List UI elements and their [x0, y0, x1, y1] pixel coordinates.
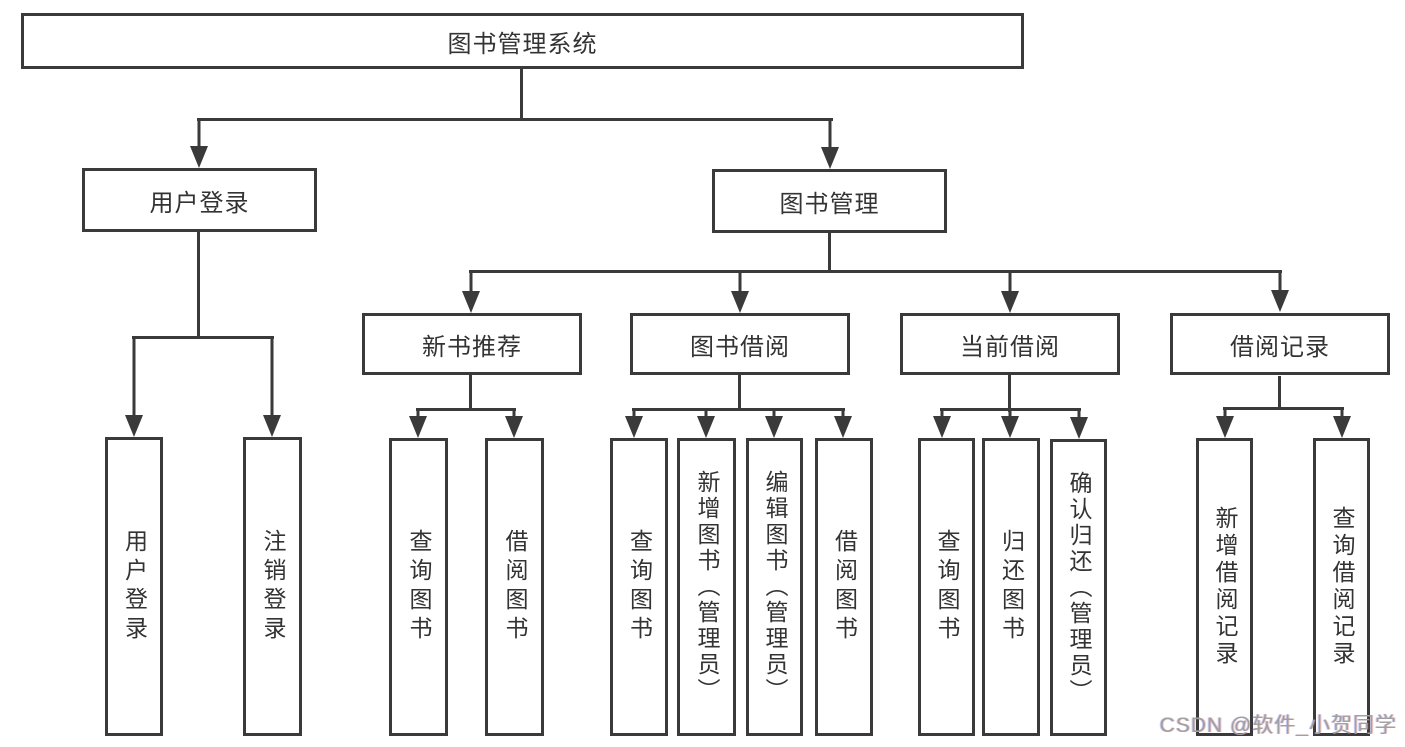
arrow-down-icon: [933, 408, 951, 438]
connector-line: [632, 408, 845, 411]
leaf-borrow-books: 借阅图书: [485, 438, 544, 736]
arrow-down-icon: [697, 408, 715, 438]
node-user-login: 用户登录: [82, 168, 317, 232]
arrow-down-icon: [1333, 407, 1351, 438]
node-borrowing-records: 借阅记录: [1170, 313, 1390, 375]
arrow-down-icon: [505, 408, 523, 438]
arrow-down-icon: [765, 408, 783, 438]
connector-line: [520, 68, 523, 120]
arrow-down-icon: [731, 270, 749, 313]
leaf-confirm-return-admin: 确认归还（管理员）: [1050, 439, 1107, 736]
node-book-management: 图书管理: [712, 169, 947, 233]
leaf-query-books: 查询图书: [610, 438, 668, 736]
leaf-user-login: 用户登录: [105, 437, 163, 736]
node-library-management-system: 图书管理系统: [21, 13, 1024, 69]
arrow-down-icon: [834, 408, 852, 438]
connector-line: [1223, 407, 1344, 410]
arrow-down-icon: [625, 408, 643, 438]
connector-line: [1278, 376, 1281, 410]
arrow-down-icon: [1001, 270, 1019, 313]
leaf-return-books: 归还图书: [982, 438, 1040, 736]
arrow-down-icon: [1070, 408, 1088, 439]
node-current-borrowing: 当前借阅: [900, 313, 1120, 375]
arrow-down-icon: [821, 118, 839, 169]
leaf-borrow-books: 借阅图书: [815, 438, 873, 736]
arrow-down-icon: [1001, 408, 1019, 438]
arrow-down-icon: [409, 408, 427, 438]
arrow-down-icon: [190, 118, 208, 168]
node-book-borrowing: 图书借阅: [630, 313, 850, 375]
connector-line: [197, 231, 200, 339]
arrow-down-icon: [1271, 270, 1289, 312]
arrow-down-icon: [462, 270, 480, 313]
connector-line: [197, 118, 833, 121]
leaf-add-borrow-record: 新增借阅记录: [1196, 438, 1253, 736]
connector-line: [469, 270, 1282, 273]
connector-line: [828, 232, 831, 273]
connector-line: [738, 374, 741, 411]
leaf-add-books-admin: 新增图书（管理员）: [677, 438, 736, 736]
arrow-down-icon: [263, 336, 281, 437]
leaf-query-books: 查询图书: [389, 438, 448, 736]
connector-line: [1008, 374, 1011, 412]
arrow-down-icon: [125, 336, 143, 437]
connector-line: [469, 374, 472, 411]
watermark: CSDN @软件_小贺同学: [1159, 714, 1397, 737]
leaf-query-books: 查询图书: [918, 438, 975, 736]
connector-line: [416, 408, 516, 411]
leaf-query-borrow-record: 查询借阅记录: [1313, 438, 1370, 736]
node-new-book-recommendation: 新书推荐: [362, 313, 582, 375]
connector-line: [132, 336, 274, 339]
leaf-edit-books-admin: 编辑图书（管理员）: [746, 438, 803, 736]
leaf-logout: 注销登录: [243, 437, 302, 736]
arrow-down-icon: [1216, 407, 1234, 438]
